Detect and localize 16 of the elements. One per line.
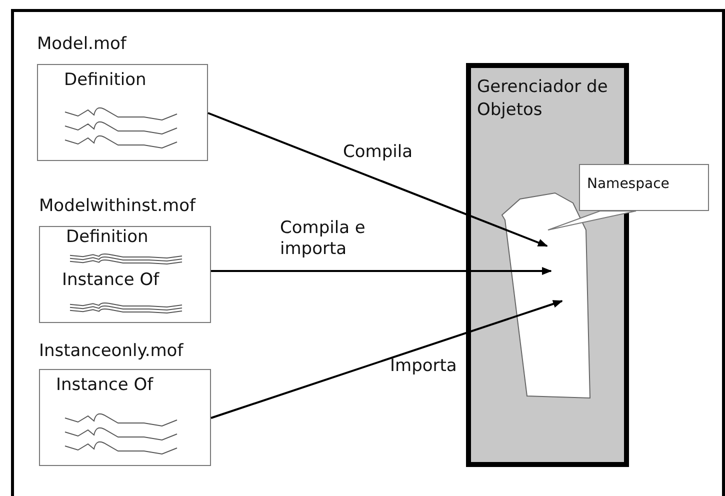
file-name: Modelwithinst.mof <box>39 197 196 216</box>
arrow <box>208 112 548 247</box>
file-name: Model.mof <box>37 35 126 54</box>
edge-label: Compila e importa <box>280 218 366 260</box>
section-label: Definition <box>64 71 146 90</box>
edge-label: Importa <box>390 356 457 378</box>
box-title: Gerenciador de Objetos <box>477 76 609 122</box>
section-label: Instance Of <box>62 271 160 290</box>
file-name: Instanceonly.mof <box>39 342 184 361</box>
arrow <box>211 267 552 275</box>
callout-pointer <box>548 210 636 230</box>
section-label: Definition <box>66 228 148 247</box>
section-label: Namespace <box>587 177 670 192</box>
arrow <box>210 300 563 419</box>
edge-label: Compila <box>343 142 412 164</box>
section-label: Instance Of <box>56 376 154 395</box>
